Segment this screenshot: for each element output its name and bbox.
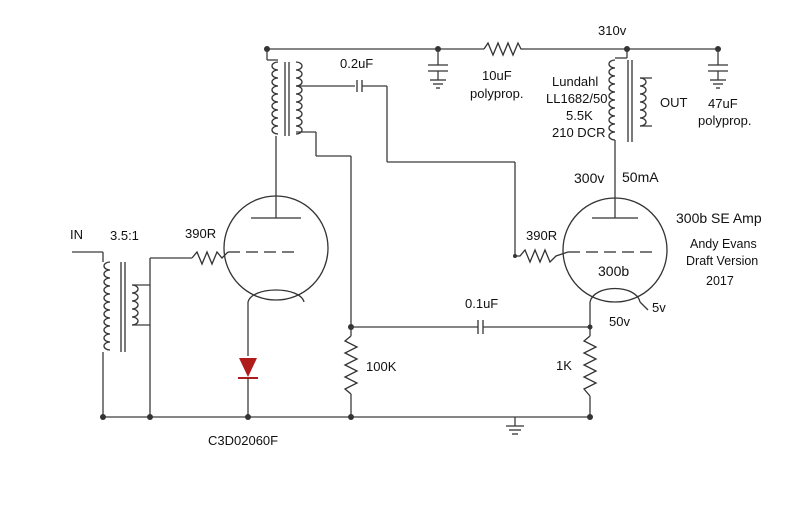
label-cap-0-1uf: 0.1uF — [465, 296, 498, 311]
label-opt-dcr: 210 DCR — [552, 125, 605, 140]
label-grid-r2: 390R — [526, 228, 557, 243]
ground-rail — [100, 414, 593, 435]
label-diode: C3D02060F — [208, 433, 278, 448]
label-opt-model: LL1682/50 — [546, 91, 607, 106]
label-plate-voltage: 300v — [574, 170, 604, 186]
label-grid-r1: 390R — [185, 226, 216, 241]
title-version: Draft Version — [686, 254, 758, 268]
label-plate-current: 50mA — [622, 169, 659, 185]
cathode-diode — [238, 358, 258, 417]
label-out: OUT — [660, 95, 688, 110]
label-opt-brand: Lundahl — [552, 74, 598, 89]
driver-tube — [223, 195, 329, 356]
supply-resistor — [483, 41, 525, 57]
cap-0-1uf — [351, 320, 593, 334]
label-supply: 310v — [598, 23, 627, 38]
label-in: IN — [70, 227, 83, 242]
label-opt-impedance: 5.5K — [566, 108, 593, 123]
label-ratio: 3.5:1 — [110, 228, 139, 243]
decoupling-cap-10uf — [428, 49, 448, 89]
label-r-1k: 1K — [556, 358, 572, 373]
output-tube-300b — [562, 197, 668, 330]
title-author: Andy Evans — [690, 237, 757, 251]
input-transformer — [72, 251, 151, 417]
label-cap-10uf: 10uF — [482, 68, 512, 83]
grid-resistor-right — [515, 248, 569, 264]
grid-resistor-left — [191, 250, 229, 266]
resistor-100k — [343, 324, 359, 417]
resistor-1k — [582, 327, 598, 417]
label-cap-0-2uf: 0.2uF — [340, 56, 373, 71]
label-bias-voltage: 50v — [609, 314, 630, 329]
label-r-100k: 100K — [366, 359, 397, 374]
title-amp: 300b SE Amp — [676, 210, 762, 226]
label-cap-47uf: 47uF — [708, 96, 738, 111]
label-cap-10uf-type: polyprop. — [470, 86, 523, 101]
output-transformer — [608, 49, 652, 202]
interstage-transformer — [266, 49, 355, 330]
supply-rail — [264, 46, 721, 52]
reservoir-cap-47uf — [708, 49, 728, 89]
label-filament-voltage: 5v — [652, 300, 666, 315]
label-cap-47uf-type: polyprop. — [698, 113, 751, 128]
coupling-cap-0-2uf — [356, 80, 516, 256]
label-tube-name: 300b — [598, 263, 629, 279]
title-year: 2017 — [706, 274, 734, 288]
